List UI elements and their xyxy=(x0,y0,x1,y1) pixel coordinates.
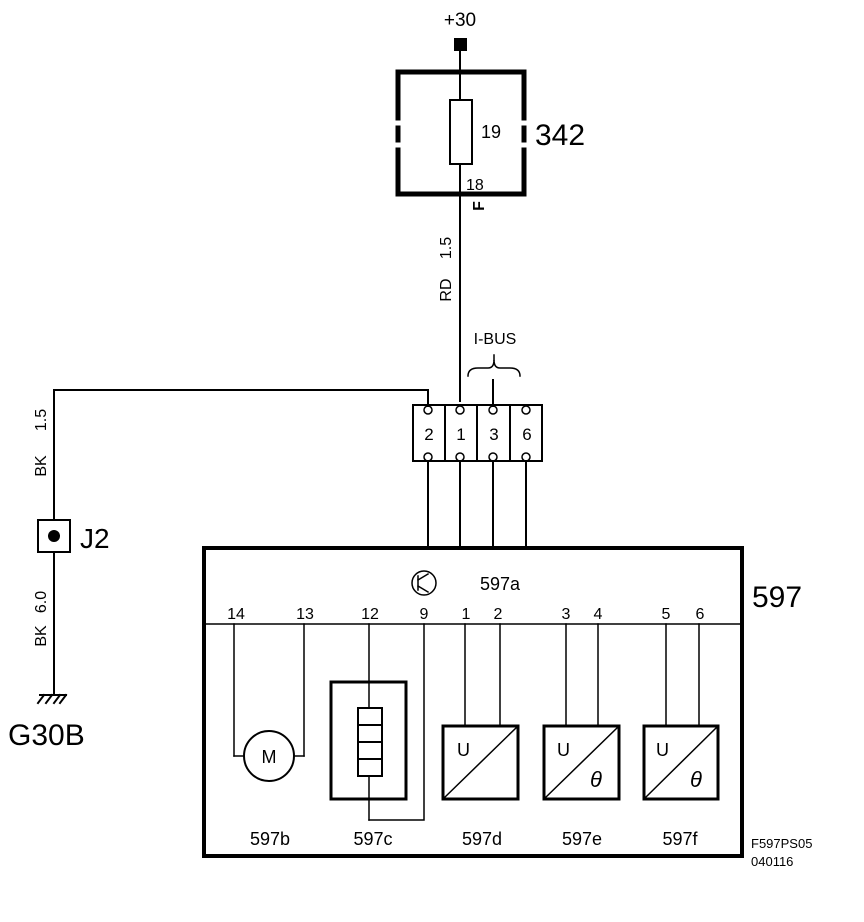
motor-symbol: M xyxy=(262,747,277,767)
module-pin: 1 xyxy=(462,606,471,623)
module-pin: 14 xyxy=(227,606,245,623)
module-pin: 6 xyxy=(696,606,705,623)
ground-wire xyxy=(53,389,429,521)
597a-symbol xyxy=(411,570,437,596)
component-id-597c: 597c xyxy=(353,829,392,849)
module-sub-597a: 597a xyxy=(480,574,521,594)
module-597 xyxy=(202,546,744,858)
fuse-pin: 18 xyxy=(466,177,484,194)
supply-terminal xyxy=(454,38,467,51)
supply-wire-color: RD xyxy=(438,278,455,301)
connector-pin: 3 xyxy=(489,425,498,444)
module-pin: 4 xyxy=(594,606,603,623)
sensor-597d-symbol: U xyxy=(457,740,470,760)
footer-ref-2: 040116 xyxy=(751,854,793,869)
module-pin: 13 xyxy=(296,606,314,623)
component-id-597e: 597e xyxy=(562,829,602,849)
module-pin: 2 xyxy=(494,606,503,623)
ground-lower-color: BK xyxy=(33,625,50,647)
footer-ref-1: F597PS05 xyxy=(751,836,812,851)
module-pin: 5 xyxy=(662,606,671,623)
module-id: 597 xyxy=(752,581,802,614)
sensor-597e-symbol2: θ xyxy=(590,767,602,792)
supply-wire-size: 1.5 xyxy=(438,237,455,259)
fuse-number: 19 xyxy=(481,122,501,142)
connector-pin: 1 xyxy=(456,425,465,444)
fuse-box-id: 342 xyxy=(535,119,585,152)
connector-module-wires xyxy=(427,460,527,549)
component-id-597d: 597d xyxy=(462,829,502,849)
ibus-bracket xyxy=(467,359,521,377)
module-pin: 12 xyxy=(361,606,379,623)
connector-pin: 2 xyxy=(424,425,433,444)
fuse-pin-letter: F xyxy=(471,201,488,211)
component-id-597b: 597b xyxy=(250,829,290,849)
fuse-element xyxy=(449,99,473,165)
module-pin: 3 xyxy=(562,606,571,623)
junction-label: J2 xyxy=(80,523,110,554)
component-id-597f: 597f xyxy=(662,829,698,849)
ground-upper-color: BK xyxy=(33,455,50,477)
sensor-597f-symbol2: θ xyxy=(690,767,702,792)
supply-label: +30 xyxy=(444,10,476,31)
ground-label: G30B xyxy=(8,719,85,752)
connector-pin: 6 xyxy=(522,425,531,444)
sensor-597f-symbol: U xyxy=(656,740,669,760)
module-pin: 9 xyxy=(420,606,429,623)
motor-597b xyxy=(243,730,295,782)
sensor-597e-symbol: U xyxy=(557,740,570,760)
ibus-label: I-BUS xyxy=(474,331,517,348)
ground-upper-size: 1.5 xyxy=(33,409,50,431)
ground-lower-size: 6.0 xyxy=(33,591,50,613)
ground-symbol xyxy=(36,693,68,705)
